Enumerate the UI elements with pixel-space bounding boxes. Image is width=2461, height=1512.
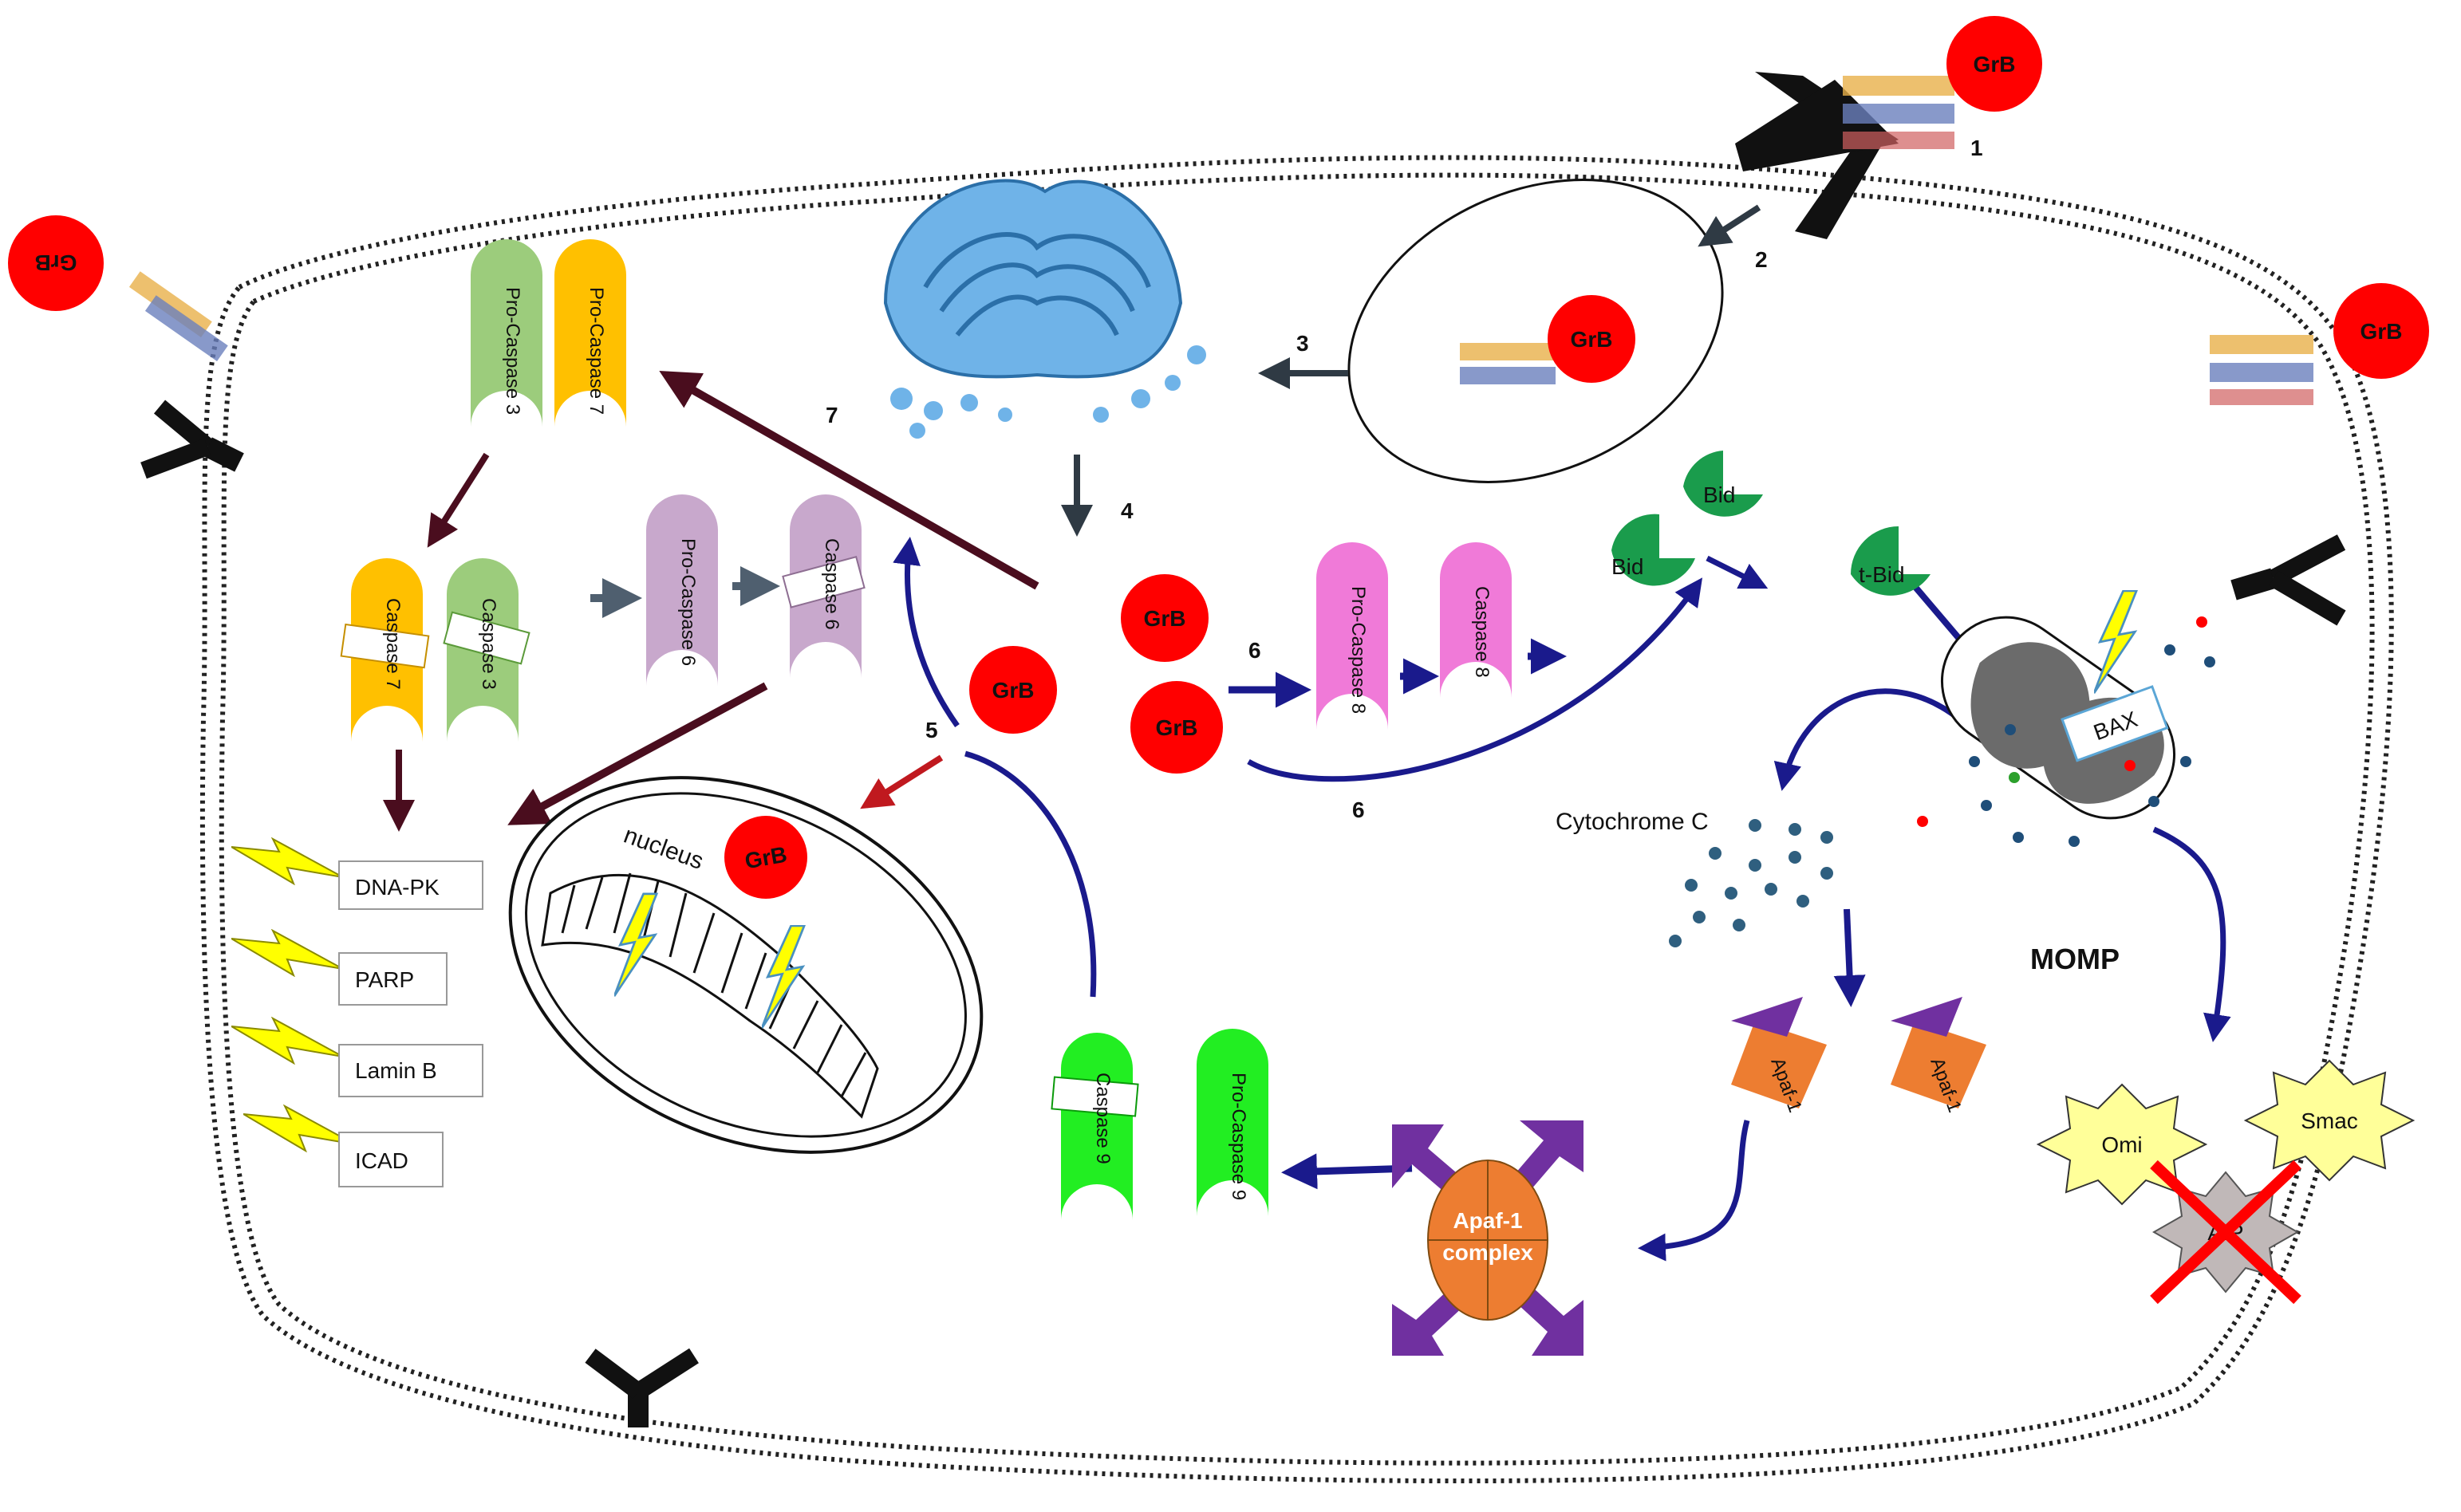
- apaf-1-a: Apaf-1: [1731, 997, 1827, 1116]
- svg-text:Smac: Smac: [2301, 1108, 2358, 1133]
- step-5-label: 5: [925, 718, 938, 742]
- svg-text:Apaf-1: Apaf-1: [1453, 1208, 1522, 1233]
- cytochrome-c: Cytochrome C: [1556, 809, 1833, 947]
- grb-molecule-top-right: GrB: [1843, 16, 2042, 149]
- step-7-label: 7: [826, 403, 838, 427]
- svg-text:complex: complex: [1442, 1240, 1533, 1265]
- grb-free-2: GrB: [1130, 681, 1223, 774]
- step-4-label: 4: [1121, 498, 1134, 523]
- caspase-pro-3: Pro-Caspase 3: [471, 239, 542, 427]
- svg-text:Bid: Bid: [1703, 482, 1735, 507]
- substrate-icad: ICAD: [355, 1148, 408, 1173]
- caspase-pro-6: Pro-Caspase 6: [646, 494, 718, 686]
- grb-molecule-right: GrB: [2210, 283, 2429, 405]
- caspase-9: Caspase 9: [1051, 1033, 1139, 1220]
- substrate-list: DNA-PK PARP Lamin B ICAD: [231, 838, 483, 1187]
- svg-text:Bid: Bid: [1611, 554, 1643, 579]
- step-2-label: 2: [1755, 247, 1768, 272]
- svg-text:Pro-Caspase 7: Pro-Caspase 7: [586, 287, 607, 415]
- endosome: GrB: [1347, 179, 1724, 483]
- caspase-6: Caspase 6: [782, 494, 866, 678]
- lightning-icon: [231, 1018, 343, 1064]
- step-6a-label: 6: [1248, 638, 1261, 663]
- svg-text:Caspase 6: Caspase 6: [821, 538, 842, 630]
- svg-text:GrB: GrB: [35, 250, 77, 275]
- step-3-label: 3: [1296, 331, 1309, 356]
- caspase-pro-7: Pro-Caspase 7: [554, 239, 626, 427]
- caspase-7: Caspase 7: [340, 558, 430, 742]
- substrate-lamin-b: Lamin B: [355, 1058, 437, 1083]
- caspase-pro-9: Pro-Caspase 9: [1197, 1029, 1268, 1216]
- svg-text:Pro-Caspase 6: Pro-Caspase 6: [677, 538, 699, 666]
- svg-text:Caspase 7: Caspase 7: [382, 598, 404, 690]
- caspase-3: Caspase 3: [443, 558, 530, 742]
- lightning-icon: [231, 930, 343, 976]
- grb-free-1: GrB: [1121, 574, 1209, 662]
- t-bid: t-Bid: [1851, 526, 1931, 596]
- caspase-8: Caspase 8: [1440, 542, 1512, 698]
- step-1-label: 1: [1970, 136, 1983, 160]
- apaf-1-complex: Apaf-1 complex: [1392, 1120, 1583, 1356]
- svg-text:t-Bid: t-Bid: [1859, 562, 1905, 587]
- svg-text:Caspase 8: Caspase 8: [1471, 586, 1493, 678]
- lightning-icon: [231, 838, 343, 884]
- mitochondrion: BAX: [1917, 590, 2215, 847]
- momp-label: MOMP: [2030, 943, 2120, 975]
- svg-text:Caspase 3: Caspase 3: [478, 598, 499, 690]
- caspase-pro-8: Pro-Caspase 8: [1316, 542, 1388, 730]
- substrate-dna-pk: DNA-PK: [355, 875, 440, 900]
- svg-text:GrB: GrB: [1974, 52, 2016, 77]
- grb-molecule-top-left: GrB: [8, 215, 228, 362]
- substrate-parp: PARP: [355, 967, 414, 992]
- svg-text:GrB: GrB: [992, 678, 1035, 703]
- bid-2: Bid: [1683, 451, 1763, 517]
- svg-text:Omi: Omi: [2101, 1132, 2142, 1157]
- arrows: [383, 204, 2231, 1262]
- receptor-left-icon: [140, 400, 244, 479]
- lightning-icon: [2094, 590, 2138, 694]
- grb-circle: [1946, 16, 2042, 112]
- svg-text:Pro-Caspase 8: Pro-Caspase 8: [1347, 586, 1369, 714]
- receptor-right-icon: [2230, 534, 2346, 626]
- svg-text:GrB: GrB: [1156, 715, 1198, 740]
- svg-text:GrB: GrB: [1571, 327, 1613, 352]
- aip-star: AIP: [2150, 1160, 2301, 1305]
- smac-star: Smac: [2243, 1059, 2416, 1182]
- cytochrome-label: Cytochrome C: [1556, 809, 1709, 835]
- grb-free-3: GrB: [969, 646, 1057, 734]
- receptor-bottom-icon: [585, 1348, 699, 1427]
- bid-1: Bid: [1611, 514, 1695, 586]
- svg-text:GrB: GrB: [2360, 319, 2403, 344]
- svg-text:Caspase 9: Caspase 9: [1092, 1073, 1114, 1164]
- apaf-1-b: Apaf-1: [1891, 997, 1986, 1116]
- step-6b-label: 6: [1352, 797, 1365, 822]
- golgi-icon: [883, 179, 1206, 439]
- receptor-top-right-icon: [1735, 72, 1899, 239]
- svg-text:Pro-Caspase 9: Pro-Caspase 9: [1228, 1073, 1249, 1200]
- svg-text:GrB: GrB: [1144, 606, 1186, 631]
- nucleus: GrB nucleus: [508, 776, 984, 1154]
- svg-text:Pro-Caspase 3: Pro-Caspase 3: [502, 287, 523, 415]
